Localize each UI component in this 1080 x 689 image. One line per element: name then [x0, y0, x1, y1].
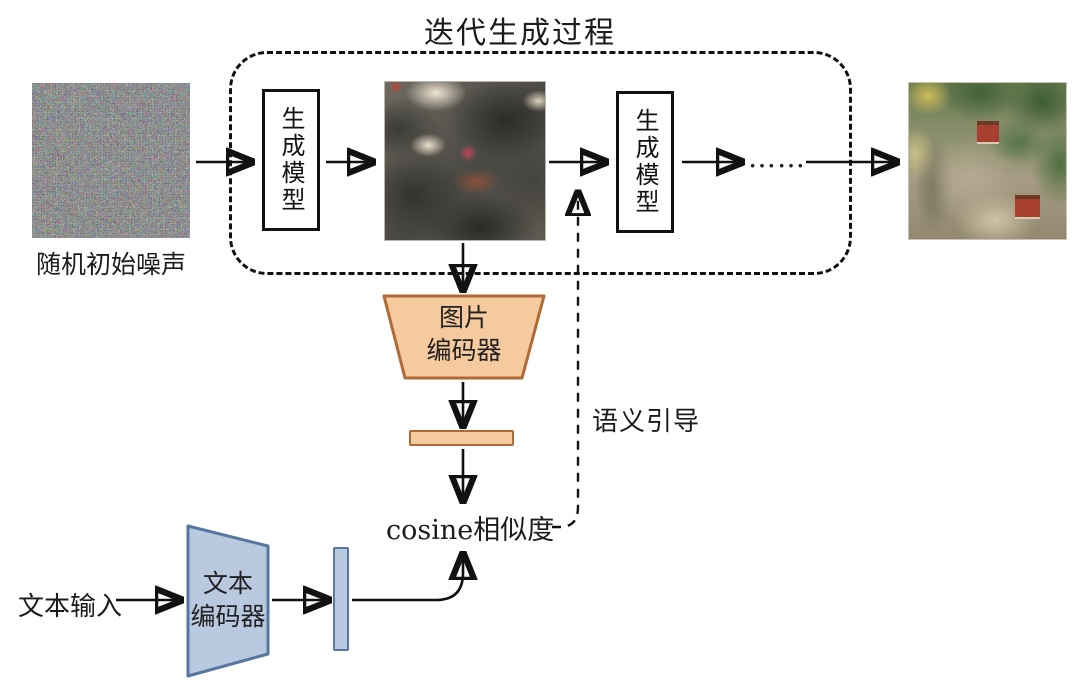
semantic-guidance-label: 语义引导: [592, 407, 701, 437]
iteration-ellipsis: ……: [748, 141, 806, 174]
arrow-text-embedding-to-cosine: [352, 556, 463, 602]
text-input-label: 文本输入: [18, 592, 123, 622]
generation-model-2-label: 生成模型: [631, 108, 659, 216]
initial-noise-image: [32, 83, 190, 238]
generation-model-1-label: 生成模型: [277, 106, 305, 214]
image-encoder-label-line1: 图片: [438, 303, 489, 332]
text-encoder-shape: [185, 523, 271, 679]
image-embedding-bar: [409, 430, 514, 446]
image-encoder-label: 图片 编码器: [381, 302, 547, 367]
image-encoder-shape: [381, 293, 547, 381]
iterative-process-box: [229, 51, 852, 275]
image-encoder-label-line2: 编码器: [426, 335, 502, 365]
text-encoder-label: 文本 编码器: [185, 568, 271, 633]
intermediate-image: [384, 81, 546, 241]
temple-structure-upper: [977, 121, 999, 142]
initial-noise-label: 随机初始噪声: [35, 250, 186, 279]
diagram-title: 迭代生成过程: [424, 16, 616, 51]
temple-structure-lower: [1015, 195, 1040, 217]
generation-model-1-box: 生成模型: [262, 89, 320, 231]
generation-model-2-box: 生成模型: [616, 91, 674, 233]
final-image: [908, 82, 1067, 240]
cosine-similarity-label: cosine相似度: [386, 515, 555, 546]
text-encoder-label-line2: 编码器: [190, 601, 266, 631]
text-embedding-bar: [333, 547, 349, 651]
text-encoder-label-line1: 文本: [202, 569, 253, 598]
